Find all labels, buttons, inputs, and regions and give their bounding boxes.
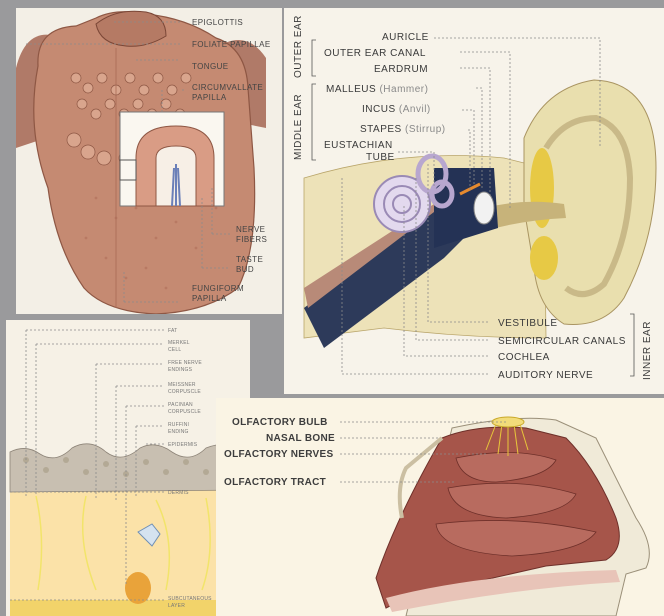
bracket-inner-ear <box>630 314 634 376</box>
tongue-diagram-panel: EPIGLOTTIS FOLIATE PAPILLAE TONGUE CIRCU… <box>16 8 282 314</box>
label-eustachian-2: TUBE <box>366 152 395 163</box>
nose-illustration: OLFACTORY BULB NASAL BONE OLFACTORY NERV… <box>216 398 664 616</box>
nerve-fiber-shape <box>172 164 180 206</box>
label-incus: INCUS (Anvil) <box>362 104 431 115</box>
label-pacinian-2: CORPUSCLE <box>168 409 201 415</box>
label-nerve-2: FIBERS <box>236 235 267 244</box>
label-epidermis: EPIDERMIS <box>168 442 198 448</box>
label-cochlea: COCHLEA <box>498 352 550 363</box>
label-stapes-sub: (Stirrup) <box>405 124 446 135</box>
label-circumvallate-2: PAPILLA <box>192 93 227 102</box>
label-free-nerve-1: FREE NERVE <box>168 360 202 366</box>
label-taste-1: TASTE <box>236 255 263 264</box>
label-epiglottis: EPIGLOTTIS <box>192 18 243 27</box>
nose-diagram-panel: OLFACTORY BULB NASAL BONE OLFACTORY NERV… <box>216 398 664 616</box>
label-auditory-nerve: AUDITORY NERVE <box>498 370 593 381</box>
label-merkel-1: MERKEL <box>168 340 190 346</box>
pacinian-corpuscle-shape <box>125 572 151 604</box>
label-nasal-bone: NASAL BONE <box>266 433 335 444</box>
skin-illustration: FAT MERKEL CELL FREE NERVE ENDINGS MEISS… <box>6 320 250 616</box>
label-taste-2: BUD <box>236 265 254 274</box>
label-pacinian-1: PACINIAN <box>168 402 193 408</box>
bracket-middle-ear <box>312 84 316 160</box>
ear-illustration: OUTER EAR MIDDLE EAR INNER EAR AURICLE O… <box>284 8 664 394</box>
label-foliate-papillae: FOLIATE PAPILLAE <box>192 40 271 49</box>
label-semicircular-canals: SEMICIRCULAR CANALS <box>498 336 626 347</box>
label-fungiform-2: PAPILLA <box>192 294 227 303</box>
label-incus-sub: (Anvil) <box>399 104 431 115</box>
bracket-outer-ear <box>312 40 316 76</box>
skin-diagram-panel: FAT MERKEL CELL FREE NERVE ENDINGS MEISS… <box>6 320 250 616</box>
label-ruffini-2: ENDING <box>168 429 189 435</box>
ear-diagram-panel: OUTER EAR MIDDLE EAR INNER EAR AURICLE O… <box>284 8 664 394</box>
label-ruffini-1: RUFFINI <box>168 422 189 428</box>
label-subcutaneous-2: LAYER <box>168 603 185 609</box>
label-malleus-sub: (Hammer) <box>379 84 428 95</box>
label-dermis: DERMIS <box>168 490 189 496</box>
label-olfactory-bulb: OLFACTORY BULB <box>232 417 328 428</box>
label-stapes: STAPES (Stirrup) <box>360 124 446 135</box>
label-merkel-2: CELL <box>168 347 181 353</box>
label-meissner-1: MEISSNER <box>168 382 196 388</box>
group-middle-ear: MIDDLE EAR <box>293 94 304 160</box>
tongue-illustration: EPIGLOTTIS FOLIATE PAPILLAE TONGUE CIRCU… <box>16 8 282 314</box>
label-fungiform-1: FUNGIFORM <box>192 284 244 293</box>
label-olfactory-tract: OLFACTORY TRACT <box>224 477 326 488</box>
label-fat: FAT <box>168 328 177 334</box>
label-malleus: MALLEUS (Hammer) <box>326 84 428 95</box>
label-outer-ear-canal: OUTER EAR CANAL <box>324 48 426 59</box>
subcutaneous-layer-shape <box>10 600 250 616</box>
label-auricle: AURICLE <box>382 32 429 43</box>
label-nerve-1: NERVE <box>236 225 265 234</box>
eardrum-shape <box>474 192 494 224</box>
label-vestibule: VESTIBULE <box>498 318 558 329</box>
group-inner-ear: INNER EAR <box>642 321 653 380</box>
label-subcutaneous-1: SUBCUTANEOUS <box>168 596 212 602</box>
label-meissner-2: CORPUSCLE <box>168 389 201 395</box>
group-outer-ear: OUTER EAR <box>293 15 304 78</box>
label-tongue: TONGUE <box>192 62 228 71</box>
label-circumvallate-1: CIRCUMVALLATE <box>192 83 263 92</box>
label-free-nerve-2: ENDINGS <box>168 367 193 373</box>
label-eustachian-1: EUSTACHIAN <box>324 140 393 151</box>
label-eardrum: EARDRUM <box>374 64 428 75</box>
label-olfactory-nerves: OLFACTORY NERVES <box>224 449 333 460</box>
